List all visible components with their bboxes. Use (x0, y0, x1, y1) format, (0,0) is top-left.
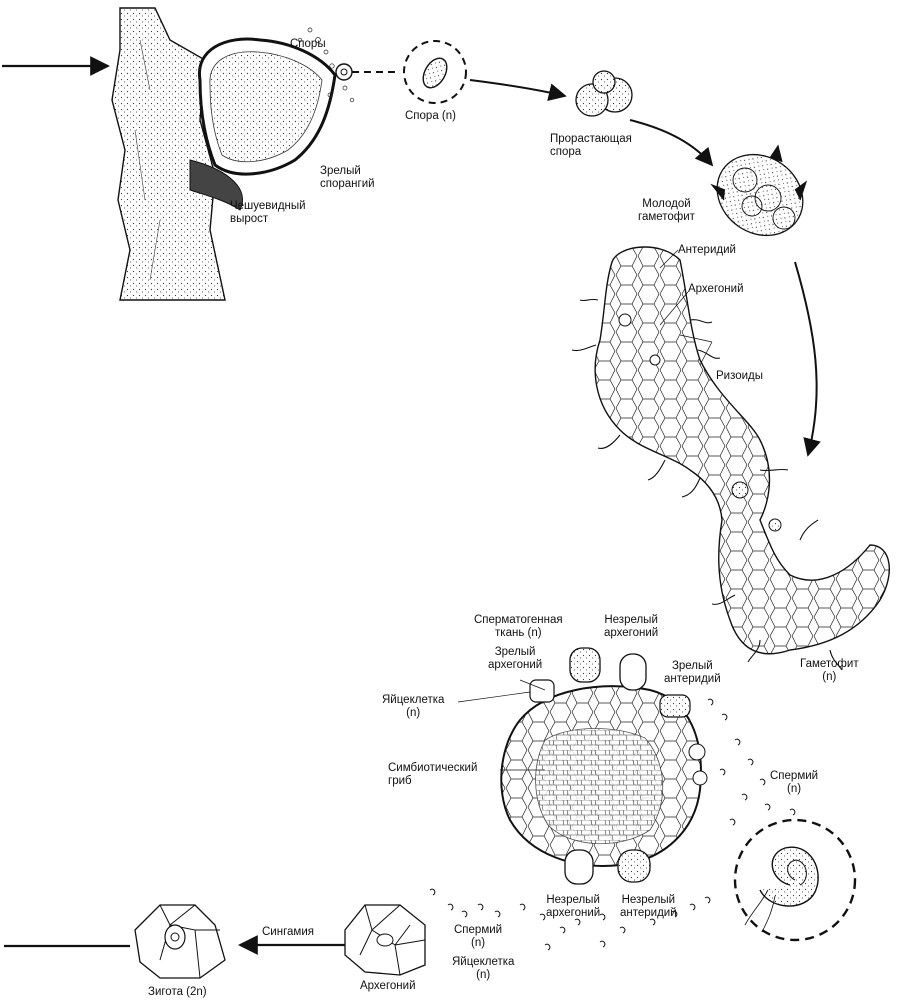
spores-cloud (297, 27, 355, 103)
zygote-cells (134, 904, 226, 979)
label-egg-cell-bottom: Яйцеклетка(n) (452, 956, 515, 981)
label-spores: Споры (290, 38, 326, 50)
label-sperm-bottom: Спермий(n) (454, 924, 503, 949)
released-spore (335, 63, 353, 81)
label-archegonium: Архегоний (688, 283, 744, 295)
gametophyte-section (457, 647, 708, 885)
sperm-cloud-bottom (429, 888, 711, 951)
stem-body (111, 7, 226, 301)
label-sperm-right: Спермий(n) (770, 770, 819, 795)
arrow-to-germinating (469, 79, 567, 101)
spore-magnified (403, 40, 467, 104)
label-egg-cell-main: Яйцеклетка(n) (382, 694, 445, 719)
scale-outgrowth-shape (189, 159, 243, 211)
young-gametophyte-shape (710, 144, 808, 237)
mature-gametophyte-shape (571, 246, 890, 671)
arrow-to-young-gametophyte (629, 119, 714, 167)
label-rhizoids: Ризоиды (716, 370, 764, 382)
label-archegonium-bottom: Архегоний (360, 980, 416, 992)
sperm-magnified (733, 818, 857, 942)
archegonium-cells (344, 904, 426, 976)
label-gametophyte: Гаметофит(n) (800, 658, 859, 683)
sporophyte-stem (2, 7, 400, 301)
arrow-to-gametophyte (794, 261, 821, 457)
label-antheridium: Антеридий (678, 244, 736, 256)
germinating-spore-shape (575, 70, 633, 117)
label-spore: Спора (n) (405, 110, 456, 122)
sperm-cloud-right (707, 698, 796, 826)
label-syngamy: Сингамия (262, 926, 314, 938)
label-zygote: Зигота (2n) (148, 986, 207, 998)
